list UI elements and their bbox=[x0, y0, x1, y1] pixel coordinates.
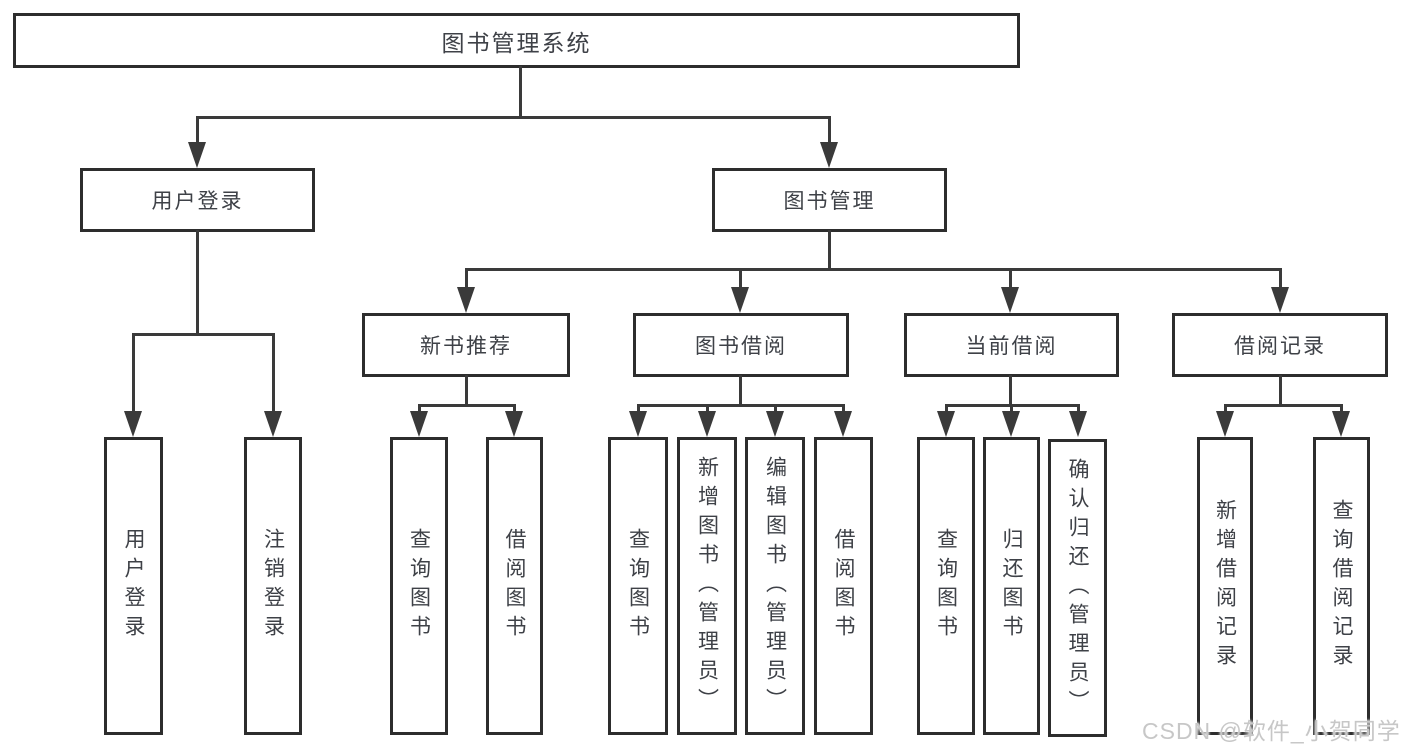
connector-line bbox=[465, 268, 1282, 271]
connector-line bbox=[1077, 404, 1080, 413]
node-add-books-admin: 新增图书（管理员） bbox=[677, 437, 737, 735]
node-label: 图书管理系统 bbox=[441, 29, 592, 56]
node-label: 查询图书 bbox=[626, 528, 650, 644]
node-label: 归还图书 bbox=[1000, 528, 1023, 644]
arrow-down-icon bbox=[410, 411, 428, 437]
connector-line bbox=[637, 404, 845, 407]
connector-line bbox=[132, 333, 135, 413]
node-return-books: 归还图书 bbox=[983, 437, 1040, 735]
connector-line bbox=[1279, 268, 1282, 290]
node-borrow-books-action: 借阅图书 bbox=[814, 437, 873, 735]
node-add-borrow-record: 新增借阅记录 bbox=[1197, 437, 1253, 735]
arrow-down-icon bbox=[1002, 411, 1020, 437]
node-book-management: 图书管理 bbox=[712, 168, 947, 232]
connector-line bbox=[465, 268, 468, 290]
connector-line bbox=[637, 404, 640, 413]
arrow-down-icon bbox=[1271, 287, 1289, 313]
connector-line bbox=[1279, 375, 1282, 406]
connector-line bbox=[1009, 375, 1012, 406]
arrow-down-icon bbox=[834, 411, 852, 437]
arrow-down-icon bbox=[264, 411, 282, 437]
node-edit-books-admin: 编辑图书（管理员） bbox=[745, 437, 805, 735]
arrow-down-icon bbox=[1001, 287, 1019, 313]
node-label: 借阅记录 bbox=[1234, 335, 1326, 358]
connector-line bbox=[945, 404, 948, 413]
node-label: 查询图书 bbox=[407, 528, 431, 644]
node-confirm-return-admin: 确认归还（管理员） bbox=[1048, 439, 1107, 737]
connector-line bbox=[196, 116, 199, 144]
node-library-management-system: 图书管理系统 bbox=[13, 13, 1020, 68]
connector-line bbox=[706, 404, 709, 413]
node-label: 用户登录 bbox=[151, 190, 244, 213]
connector-line bbox=[1009, 268, 1012, 290]
csdn-watermark: CSDN @软件_小贺同学 bbox=[1142, 718, 1401, 744]
connector-line bbox=[513, 404, 516, 413]
connector-line bbox=[465, 375, 468, 406]
arrow-down-icon bbox=[457, 287, 475, 313]
arrow-down-icon bbox=[124, 411, 142, 437]
arrow-down-icon bbox=[820, 142, 838, 168]
connector-line bbox=[196, 230, 199, 335]
arrow-down-icon bbox=[1332, 411, 1350, 437]
connector-line bbox=[272, 333, 275, 413]
node-book-borrowing: 图书借阅 bbox=[633, 313, 849, 377]
node-user-login-action: 用户登录 bbox=[104, 437, 163, 735]
arrow-down-icon bbox=[188, 142, 206, 168]
connector-line bbox=[132, 333, 275, 336]
arrow-down-icon bbox=[1216, 411, 1234, 437]
node-logout: 注销登录 bbox=[244, 437, 302, 735]
connector-line bbox=[739, 268, 742, 290]
node-new-book-recommendation: 新书推荐 bbox=[362, 313, 570, 377]
node-label: 新书推荐 bbox=[420, 335, 512, 358]
connector-line bbox=[196, 116, 831, 119]
connector-line bbox=[842, 404, 845, 413]
node-label: 图书管理 bbox=[783, 190, 876, 213]
connector-line bbox=[519, 66, 522, 118]
connector-line bbox=[418, 404, 516, 407]
node-query-books-borrowing: 查询图书 bbox=[608, 437, 668, 735]
arrow-down-icon bbox=[766, 411, 784, 437]
node-borrowing-records: 借阅记录 bbox=[1172, 313, 1388, 377]
arrow-down-icon bbox=[1069, 411, 1087, 437]
node-label: 新增借阅记录 bbox=[1213, 499, 1237, 673]
node-label: 编辑图书（管理员） bbox=[763, 455, 787, 717]
arrow-down-icon bbox=[937, 411, 955, 437]
node-query-books-recommend: 查询图书 bbox=[390, 437, 448, 735]
node-label: 查询借阅记录 bbox=[1330, 499, 1353, 673]
connector-line bbox=[1224, 404, 1227, 413]
connector-line bbox=[828, 230, 831, 270]
node-label: 当前借阅 bbox=[965, 335, 1058, 358]
node-label: 用户登录 bbox=[122, 528, 145, 644]
node-label: 借阅图书 bbox=[832, 528, 855, 644]
arrow-down-icon bbox=[698, 411, 716, 437]
node-label: 确认归还（管理员） bbox=[1066, 457, 1089, 719]
node-query-books-current: 查询图书 bbox=[917, 437, 975, 735]
connector-line bbox=[774, 404, 777, 413]
connector-line bbox=[828, 116, 831, 144]
node-label: 查询图书 bbox=[934, 528, 958, 644]
node-current-borrowing: 当前借阅 bbox=[904, 313, 1119, 377]
node-query-borrow-record: 查询借阅记录 bbox=[1313, 437, 1370, 735]
node-user-login: 用户登录 bbox=[80, 168, 315, 232]
connector-line bbox=[1340, 404, 1343, 413]
node-label: 注销登录 bbox=[261, 528, 285, 644]
connector-line bbox=[1224, 404, 1343, 407]
connector-line bbox=[418, 404, 421, 413]
connector-line bbox=[1010, 404, 1013, 413]
connector-line bbox=[739, 375, 742, 406]
arrow-down-icon bbox=[731, 287, 749, 313]
node-label: 图书借阅 bbox=[695, 335, 787, 358]
node-borrow-books-recommend: 借阅图书 bbox=[486, 437, 543, 735]
node-label: 借阅图书 bbox=[503, 528, 526, 644]
arrow-down-icon bbox=[629, 411, 647, 437]
node-label: 新增图书（管理员） bbox=[695, 455, 719, 717]
arrow-down-icon bbox=[505, 411, 523, 437]
